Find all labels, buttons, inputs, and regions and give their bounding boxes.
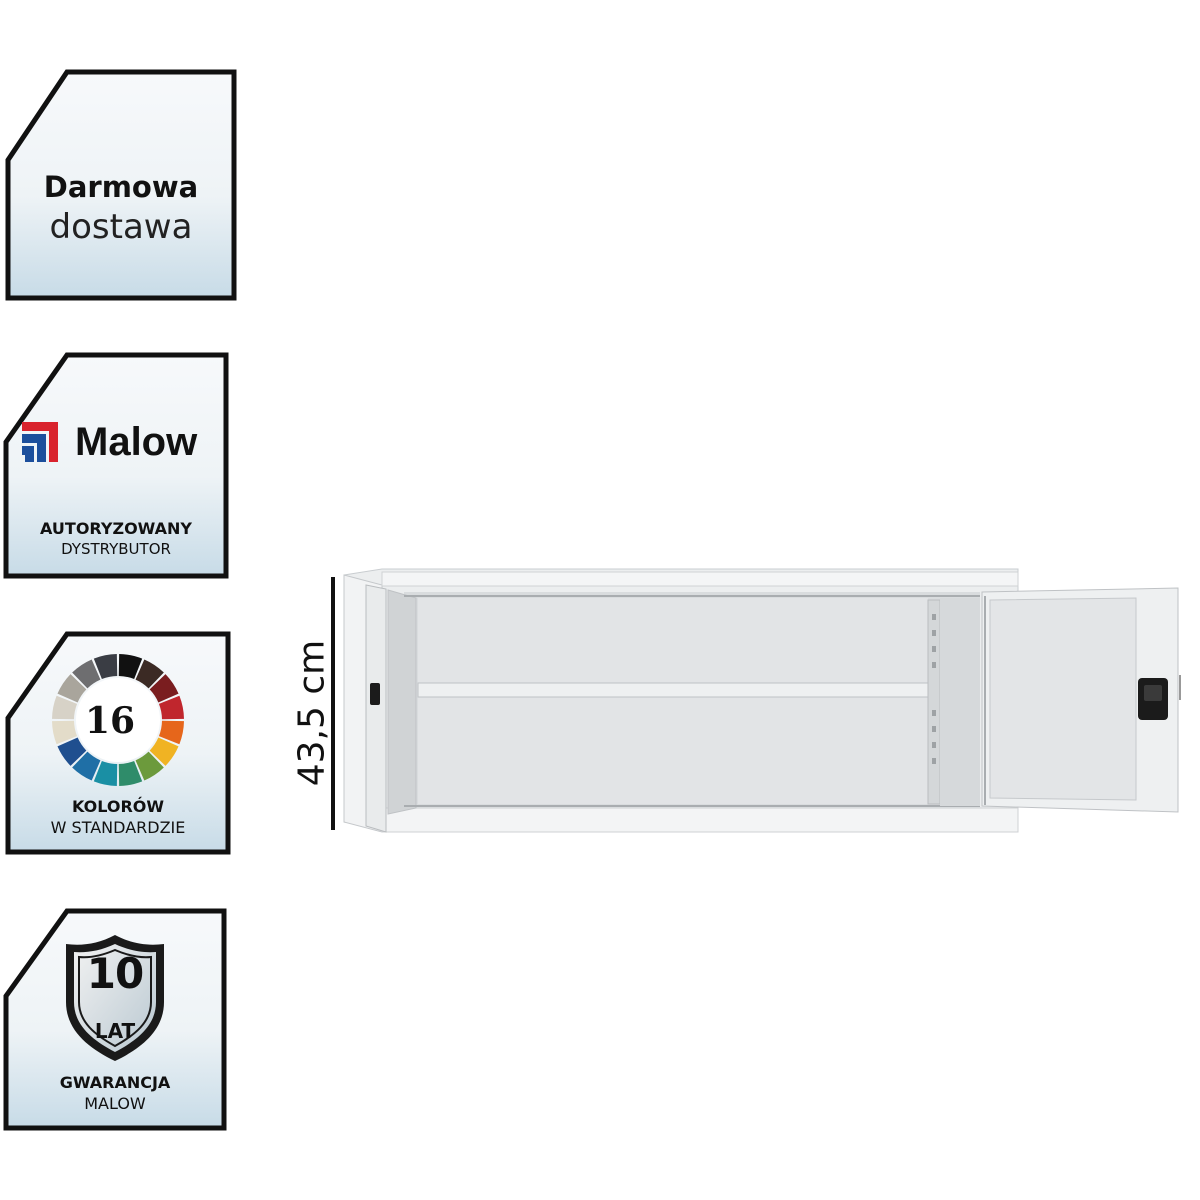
warranty-line2: MALOW [84,1094,146,1113]
height-label: 43,5 cm [291,639,333,787]
palette-segment [149,737,179,766]
delivery-title: Darmowa [43,170,199,204]
warranty-unit: LAT [94,1019,136,1043]
palette-segment [72,751,101,781]
brand-name: Malow [75,420,198,464]
palette-segment [52,695,78,720]
palette-segment [52,720,78,745]
delivery-subtitle: dostawa [49,207,193,247]
distributor-line2: DYSTRYBUTOR [61,540,171,558]
distributor-line1: AUTORYZOWANY [40,519,192,538]
malow-logo-icon [22,422,58,462]
colors-line1: KOLORÓW [71,797,165,816]
palette-segment [57,674,87,703]
palette-segment [135,659,164,689]
palette-segment [118,654,143,680]
colors-line2: W STANDARDZIE [50,818,186,837]
color-palette-icon [52,654,184,786]
warranty-line1: GWARANCJA [59,1073,171,1092]
palette-segment [57,737,87,766]
shield-icon [66,935,164,1061]
palette-segment [135,751,164,781]
palette-segment [93,654,118,680]
palette-segment [158,720,184,745]
palette-segment [72,659,101,689]
palette-segment [93,760,118,786]
warranty-years: 10 [86,949,144,998]
colors-count: 16 [84,700,136,742]
palette-segment [118,760,143,786]
palette-segment [158,695,184,720]
palette-segment [149,674,179,703]
